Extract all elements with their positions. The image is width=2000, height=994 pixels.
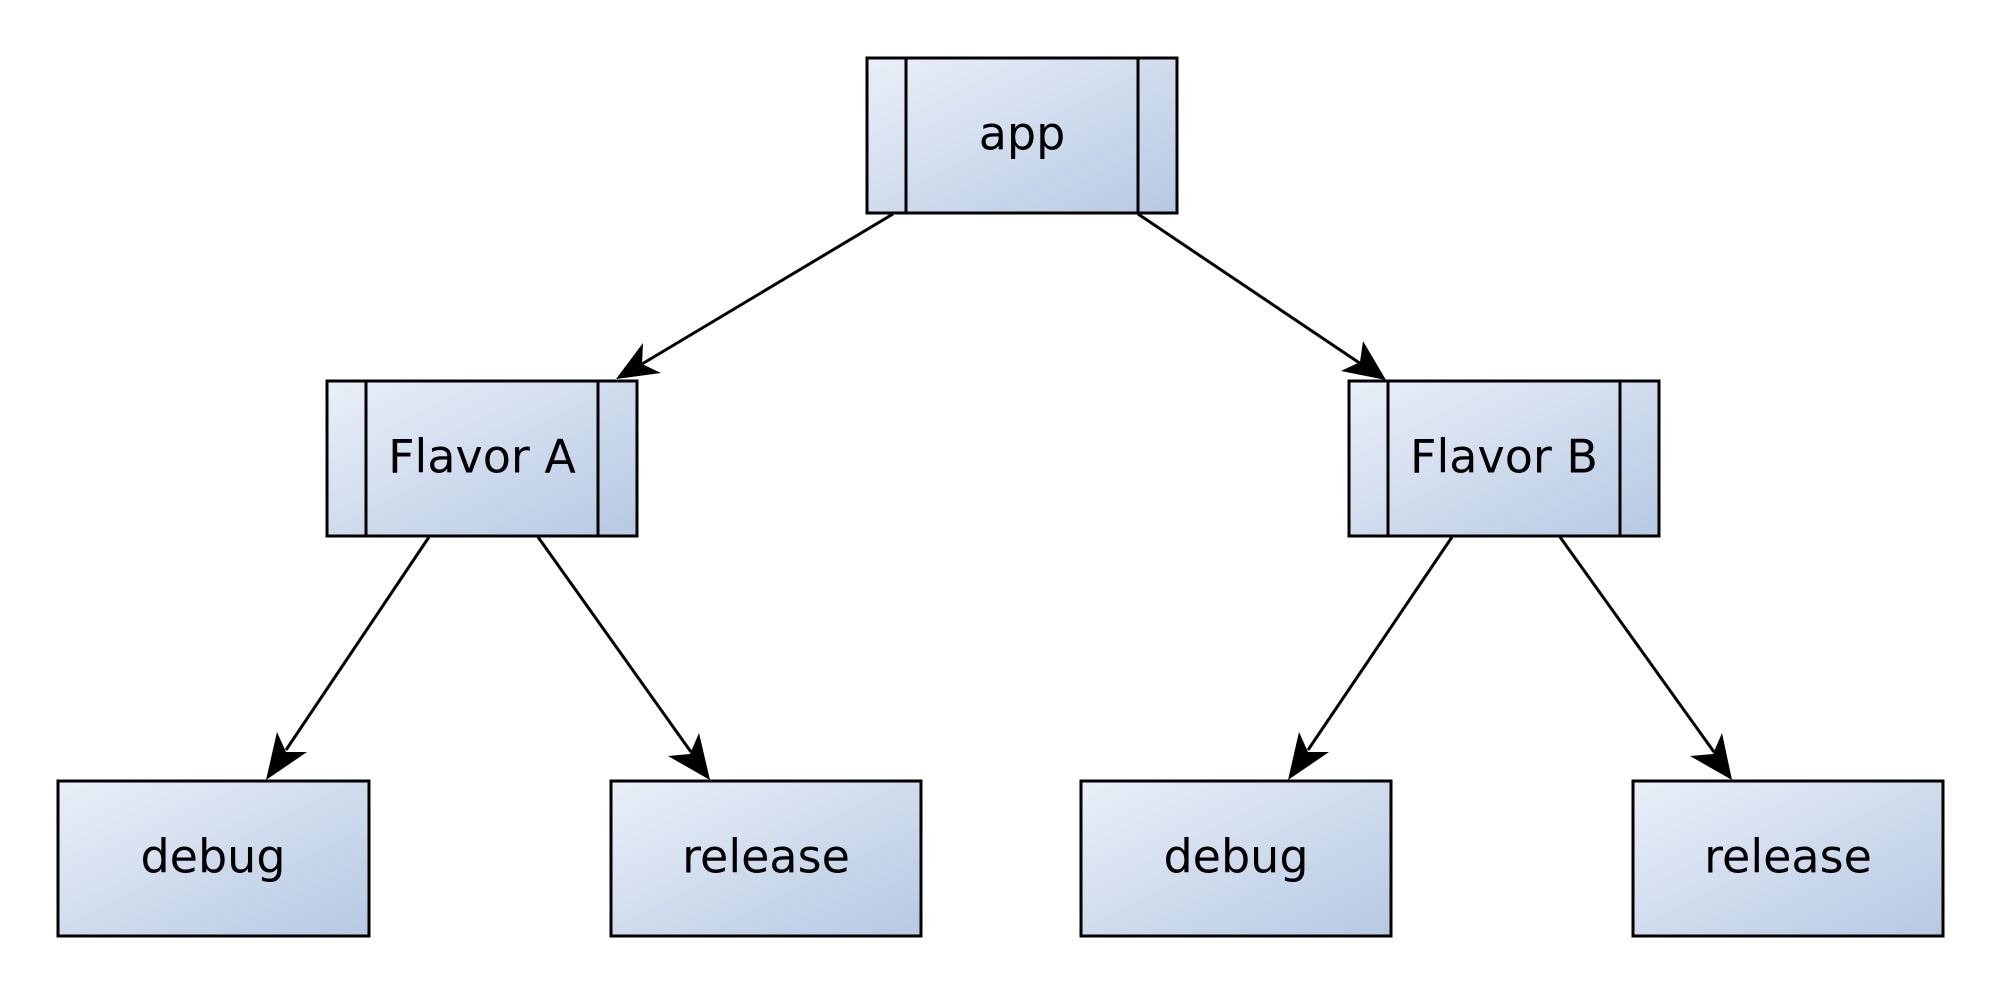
node-label: debug: [140, 830, 285, 884]
node-flavor-b-debug[interactable]: debug: [1079, 779, 1393, 938]
node-app[interactable]: app: [865, 56, 1179, 215]
edge-app-to-flavor-b: [1137, 212, 1386, 380]
node-flavor-b[interactable]: Flavor B: [1347, 379, 1661, 538]
node-label: debug: [1163, 830, 1308, 884]
node-label: release: [682, 830, 850, 884]
node-flavor-a-release[interactable]: release: [609, 779, 923, 938]
edges: [266, 212, 1732, 780]
arrowhead-icon: [616, 343, 661, 379]
edge-flavor-b-to-debug: [1288, 536, 1454, 780]
node-label: Flavor B: [1410, 430, 1598, 484]
node-label: app: [979, 107, 1066, 161]
edge-flavor-a-to-release: [536, 536, 710, 780]
edge-flavor-a-to-debug: [266, 536, 431, 780]
node-flavor-b-release[interactable]: release: [1631, 779, 1945, 938]
node-flavor-a-debug[interactable]: debug: [56, 779, 371, 938]
node-flavor-a[interactable]: Flavor A: [325, 379, 639, 538]
arrowhead-icon: [668, 733, 710, 780]
node-label: Flavor A: [388, 430, 576, 484]
edge-flavor-b-to-release: [1558, 536, 1732, 780]
arrowhead-icon: [1341, 341, 1386, 380]
arrowhead-icon: [1288, 732, 1329, 780]
node-label: release: [1704, 830, 1872, 884]
arrowhead-icon: [1690, 733, 1732, 780]
edge-app-to-flavor-a: [616, 212, 894, 379]
arrowhead-icon: [266, 732, 307, 780]
